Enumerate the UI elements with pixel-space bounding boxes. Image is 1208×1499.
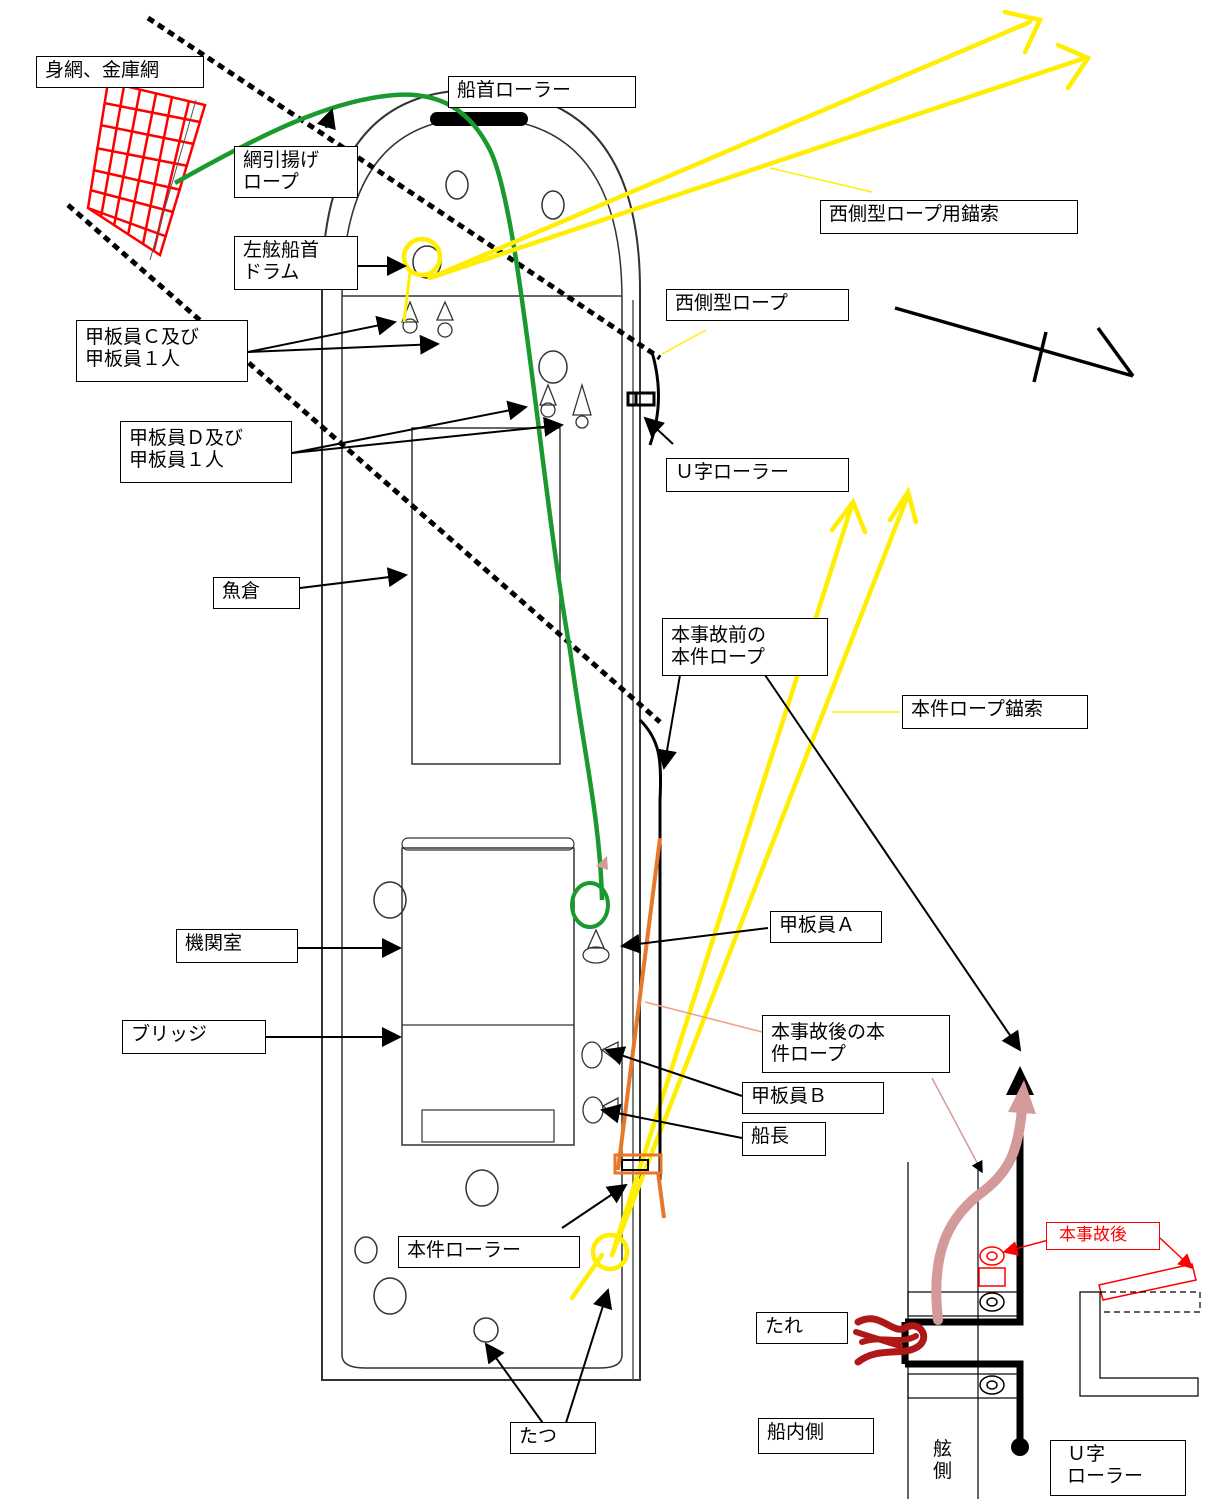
label-net-haul-rope: 網引揚げ ロープ bbox=[234, 146, 358, 198]
label-u-roller: Ｕ字ローラー bbox=[666, 458, 849, 492]
engine-room bbox=[402, 848, 574, 1145]
label-tatsu: たつ bbox=[510, 1422, 596, 1454]
label-crew-d: 甲板員Ｄ及び 甲板員１人 bbox=[120, 421, 292, 483]
label-crew-b: 甲板員Ｂ bbox=[742, 1082, 884, 1114]
label-gunwale: 舷 側 bbox=[933, 1438, 957, 1482]
label-captain: 船長 bbox=[742, 1122, 826, 1156]
label-bridge: ブリッジ bbox=[122, 1020, 266, 1054]
label-u-roller-inset: Ｕ字 ローラー bbox=[1050, 1440, 1186, 1496]
label-inboard: 船内側 bbox=[758, 1418, 874, 1454]
label-west-rope-anchor: 西側型ロープ用錨索 bbox=[820, 200, 1078, 234]
label-crew-c: 甲板員Ｃ及び 甲板員１人 bbox=[76, 320, 248, 382]
label-after-accident: 本事故後 bbox=[1046, 1222, 1160, 1250]
hull-outer bbox=[322, 90, 640, 1380]
label-rope-before: 本事故前の 本件ロープ bbox=[662, 618, 828, 676]
inset-detail bbox=[856, 1066, 1200, 1499]
label-engine-room: 機関室 bbox=[176, 929, 298, 963]
yellow-port-drum bbox=[404, 239, 440, 275]
label-crew-a: 甲板員Ａ bbox=[770, 911, 882, 943]
fish-hold bbox=[412, 428, 560, 764]
label-port-bow-drum: 左舷船首 ドラム bbox=[234, 236, 358, 290]
label-fish-hold: 魚倉 bbox=[213, 577, 300, 609]
label-rope-after: 本事故後の本 件ロープ bbox=[762, 1015, 950, 1073]
green-drum bbox=[572, 883, 608, 927]
label-tare: たれ bbox=[756, 1312, 848, 1344]
label-roller: 本件ローラー bbox=[398, 1236, 580, 1268]
label-bow-roller: 船首ローラー bbox=[448, 76, 636, 108]
wind-symbol bbox=[895, 308, 1133, 382]
main-net-grid bbox=[88, 82, 205, 255]
bow-roller bbox=[430, 112, 528, 126]
label-west-rope: 西側型ロープ bbox=[666, 289, 849, 321]
label-main-net: 身網、金庫網 bbox=[36, 56, 204, 88]
net-haul-rope bbox=[175, 95, 602, 900]
label-rope-anchor: 本件ロープ錨索 bbox=[902, 695, 1088, 729]
